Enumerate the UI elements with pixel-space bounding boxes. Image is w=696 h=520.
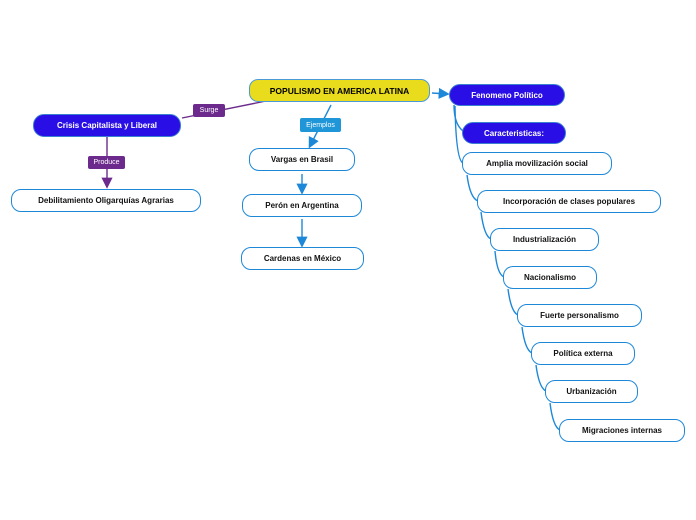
link-label-produce: Produce bbox=[88, 156, 125, 169]
root-node[interactable]: POPULISMO EN AMERICA LATINA bbox=[249, 79, 430, 102]
node-peron[interactable]: Perón en Argentina bbox=[242, 194, 362, 217]
link-char-6 bbox=[521, 326, 533, 354]
link-label-surge: Surge bbox=[193, 104, 225, 117]
node-char-nacionalismo[interactable]: Nacionalismo bbox=[503, 266, 597, 289]
link-fenomeno-to-caracteristicas bbox=[453, 104, 464, 132]
link-char-8 bbox=[549, 402, 561, 431]
link-root-to-fenomeno bbox=[431, 87, 450, 100]
node-char-incorporacion[interactable]: Incorporación de clases populares bbox=[477, 190, 661, 213]
node-caracteristicas[interactable]: Caracteristicas: bbox=[462, 122, 566, 144]
node-debilitamiento[interactable]: Debilitamiento Oligarquías Agrarias bbox=[11, 189, 201, 212]
link-char-5 bbox=[507, 288, 519, 316]
node-char-industrializacion[interactable]: Industrialización bbox=[490, 228, 599, 251]
node-char-politica-externa[interactable]: Política externa bbox=[531, 342, 635, 365]
node-fenomeno-politico[interactable]: Fenomeno Político bbox=[449, 84, 565, 106]
link-char-2 bbox=[466, 174, 479, 202]
node-char-urbanizacion[interactable]: Urbanización bbox=[545, 380, 638, 403]
node-char-personalismo[interactable]: Fuerte personalismo bbox=[517, 304, 642, 327]
node-vargas[interactable]: Vargas en Brasil bbox=[249, 148, 355, 171]
node-cardenas[interactable]: Cardenas en México bbox=[241, 247, 364, 270]
link-char-1 bbox=[454, 105, 464, 164]
node-char-movilizacion[interactable]: Amplia movilización social bbox=[462, 152, 612, 175]
link-char-4 bbox=[494, 250, 505, 278]
node-crisis-capitalista[interactable]: Crisis Capitalista y Liberal bbox=[33, 114, 181, 137]
link-char-7 bbox=[535, 364, 547, 392]
link-char-3 bbox=[480, 211, 492, 240]
link-label-ejemplos: Ejemplos bbox=[300, 118, 341, 132]
node-char-migraciones[interactable]: Migraciones internas bbox=[559, 419, 685, 442]
